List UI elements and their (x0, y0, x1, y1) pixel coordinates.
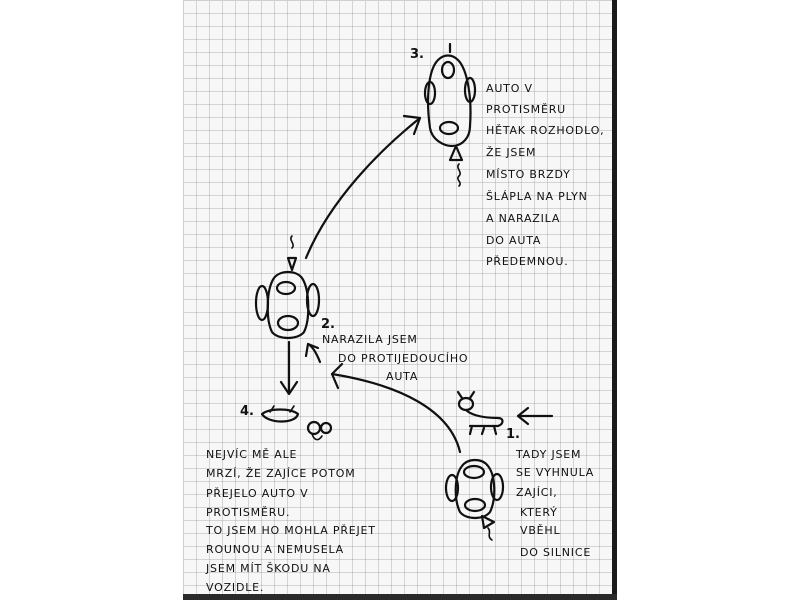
arrow-from-car-1-head (330, 362, 344, 390)
graph-paper-sheet (183, 0, 615, 600)
car-1-trail (487, 527, 493, 541)
note-3-line: PŘEDEMNOU. (486, 255, 569, 268)
note-step-2: NARAZILA JSEM DO PROTIJEDOUCÍHO AUTA (322, 333, 468, 383)
car-2 (254, 235, 321, 340)
note-4-line: PROTISMĚRU. (206, 506, 290, 519)
note-step-4: NEJVÍC MĚ ALE MRZÍ, ŽE ZAJÍCE POTOM PŘEJ… (205, 448, 376, 594)
note-3-line: MÍSTO BRZDY (486, 168, 571, 181)
note-step-1: TADY JSEM SE VYHNULA ZAJÍCI, KTERÝ VBĚHL… (515, 448, 594, 559)
car-3 (423, 42, 477, 187)
note-2-line: DO PROTIJEDOUCÍHO (338, 352, 468, 365)
note-2-line: NARAZILA JSEM (322, 333, 418, 346)
note-3-line: HĚTAK ROZHODLO, (486, 124, 604, 137)
note-4-line: NEJVÍC MĚ ALE (206, 448, 297, 461)
label-n1: 1. (506, 427, 520, 442)
note-1-line: TADY JSEM (515, 448, 581, 461)
arrow-into-car-2-head (304, 342, 320, 358)
label-n2: 2. (321, 317, 335, 332)
note-4-line: PŘEJELO AUTO V (206, 487, 309, 500)
note-step-3: AUTO V PROTISMĚRU HĚTAK ROZHODLO, ŽE JSE… (486, 82, 604, 268)
arrow-to-hare-head (279, 380, 299, 396)
hare-run-over (260, 405, 333, 441)
note-1-line: KTERÝ (520, 506, 558, 519)
hare-running (456, 390, 504, 436)
note-4-line: ROUNOU A NEMUSELA (206, 543, 344, 556)
note-3-line: A NARAZILA (486, 212, 560, 225)
note-4-line: TO JSEM HO MOHLA PŘEJET (205, 524, 376, 537)
note-1-line: SE VYHNULA (516, 466, 594, 479)
note-4-line: MRZÍ, ŽE ZAJÍCE POTOM (206, 467, 356, 480)
note-3-line: AUTO V (486, 82, 533, 95)
label-n4: 4. (240, 404, 254, 419)
note-1-line: VBĚHL (520, 524, 560, 537)
sheet-bottom-shadow (183, 594, 617, 600)
note-4-line: JSEM MÍT ŠKODU NA (205, 562, 331, 575)
note-1-line: ZAJÍCI, (516, 486, 558, 499)
arrow-at-hare-head (516, 406, 530, 426)
note-4-line: VOZIDLE. (206, 581, 264, 594)
note-2-line: AUTA (386, 370, 418, 383)
note-1-line: DO SILNICE (520, 546, 591, 559)
note-3-line: ŽE JSEM (486, 146, 536, 159)
car-1 (444, 458, 505, 530)
arrow-from-car-1 (330, 372, 462, 454)
label-n3: 3. (410, 47, 424, 62)
arrow-to-car-3-head (402, 114, 422, 136)
note-3-line: DO AUTA (486, 234, 541, 247)
arrow-to-car-3 (304, 116, 422, 260)
note-3-line: ŠLÁPLA NA PLYN (486, 190, 588, 203)
note-3-line: PROTISMĚRU (486, 103, 566, 116)
sheet-right-shadow (612, 0, 617, 600)
